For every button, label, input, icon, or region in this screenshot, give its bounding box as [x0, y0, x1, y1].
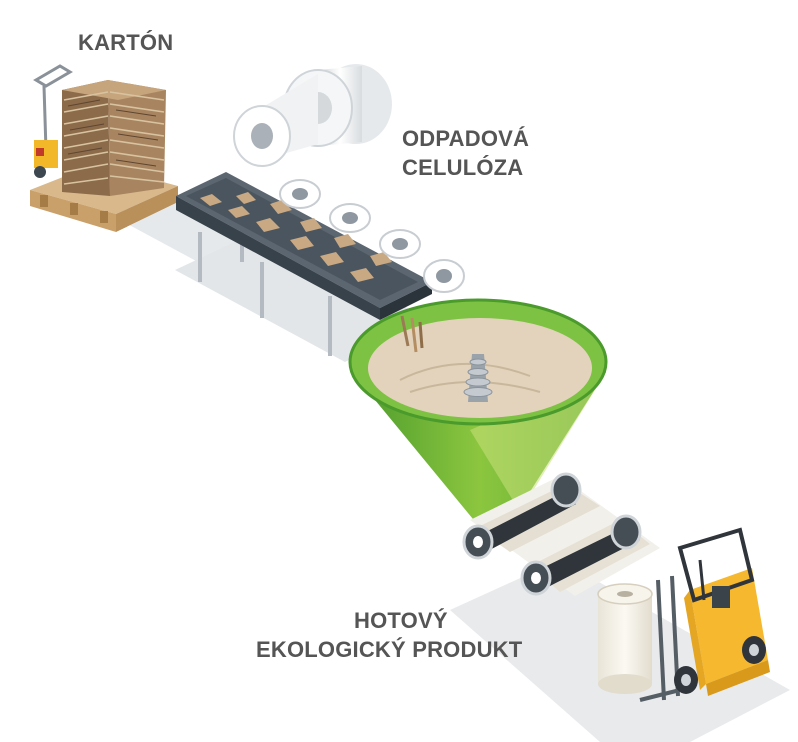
- auger-icon: [463, 354, 493, 402]
- waste-cellulose-line-2: CELULÓZA: [402, 155, 524, 180]
- finished-product-label: HOTOVÝ EKOLOGICKÝ PRODUKT: [256, 606, 522, 664]
- finished-product-line-2: EKOLOGICKÝ PRODUKT: [256, 637, 523, 662]
- cardboard-stack-icon: [400, 315, 424, 353]
- paper-roll-icon: [233, 64, 392, 167]
- conveyor-belt-icon: [176, 172, 432, 360]
- cardboard-stack-icon: [30, 80, 178, 232]
- forklift-icon: [639, 527, 770, 702]
- waste-cellulose-line-1: ODPADOVÁ: [402, 126, 530, 151]
- pallet-jack-icon: [33, 64, 73, 178]
- roller-press-icon: [462, 472, 660, 596]
- product-roll-icon: [597, 583, 653, 694]
- cardboard-label-text: KARTÓN: [78, 30, 174, 55]
- finished-product-line-1: HOTOVÝ: [354, 608, 448, 633]
- waste-cellulose-label: ODPADOVÁ CELULÓZA: [402, 124, 529, 182]
- cardboard-label: KARTÓN: [78, 28, 173, 57]
